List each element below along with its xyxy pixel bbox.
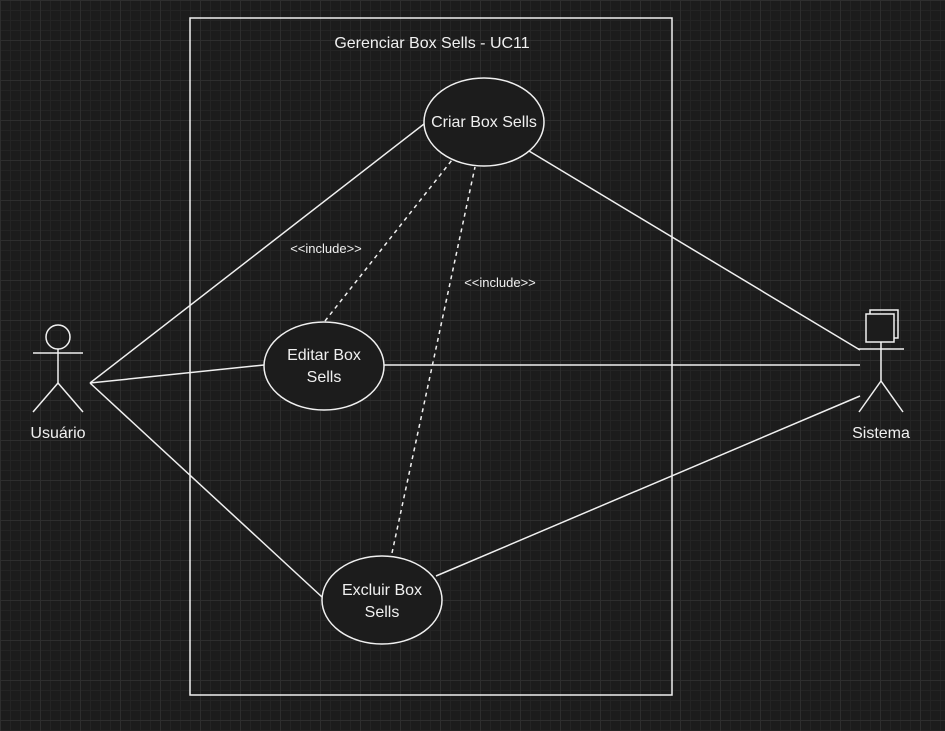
actor-usuario[interactable]: Usuário	[30, 324, 86, 442]
use-case-editar-ellipse[interactable]	[263, 321, 385, 411]
use-case-criar[interactable]: Criar Box Sells	[423, 77, 545, 167]
include-label-editar: <<include>>	[290, 241, 362, 256]
use-case-excluir-ellipse[interactable]	[321, 555, 443, 645]
use-case-excluir-label-line2: Sells	[365, 604, 400, 621]
associations	[89, 123, 861, 598]
association-sistema-excluir	[435, 395, 861, 577]
association-sistema-criar	[528, 150, 861, 351]
include-label-excluir: <<include>>	[464, 275, 536, 290]
use-case-editar-label-line2: Sells	[307, 369, 342, 386]
include-relations: <<include>> <<include>>	[290, 159, 536, 554]
association-usuario-editar	[89, 364, 265, 384]
association-usuario-criar	[89, 123, 425, 384]
use-case-criar-label: Criar Box Sells	[431, 114, 537, 131]
include-line-editar	[324, 159, 453, 322]
actor-sistema[interactable]: Sistema	[852, 309, 910, 442]
use-case-criar-ellipse[interactable]	[423, 77, 545, 167]
include-line-excluir	[391, 166, 476, 554]
use-case-excluir-label-line1: Excluir Box	[342, 582, 422, 599]
actor-sistema-label: Sistema	[852, 425, 910, 442]
use-case-editar[interactable]: Editar Box Sells	[263, 321, 385, 411]
actor-usuario-label: Usuário	[30, 425, 85, 442]
system-boundary-box	[189, 17, 673, 696]
association-usuario-excluir	[89, 382, 323, 598]
system-boundary: Gerenciar Box Sells - UC11	[189, 17, 673, 696]
system-actor-icon	[858, 309, 904, 413]
use-case-editar-label-line1: Editar Box	[287, 347, 361, 364]
stick-figure-icon	[32, 324, 84, 413]
use-case-excluir[interactable]: Excluir Box Sells	[321, 555, 443, 645]
system-boundary-title: Gerenciar Box Sells - UC11	[334, 35, 529, 52]
